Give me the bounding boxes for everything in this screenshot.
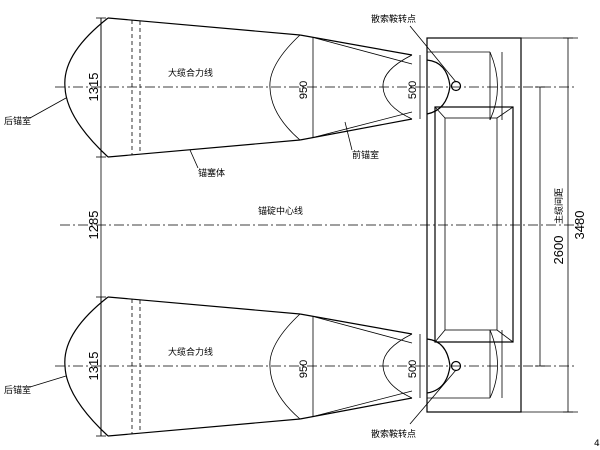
center-lines <box>55 86 580 367</box>
dim-main-cable-spacing: 2600 <box>551 236 566 265</box>
dim-front-section-top: 500 <box>407 81 419 99</box>
saddle-point-label-top: 散索鞍转点 <box>371 13 416 25</box>
dim-rear-section-bottom: 1315 <box>86 352 101 381</box>
front-anchorage-block <box>409 25 522 425</box>
cable-force-line-label-top: 大缆合力线 <box>168 67 213 79</box>
rear-anchor-chamber-label-bottom: 后锚室 <box>4 384 31 396</box>
front-anchor-chamber-label: 前锚室 <box>352 149 379 161</box>
label-leaders <box>29 97 353 388</box>
saddle-point-label-bottom: 散索鞍转点 <box>371 428 416 440</box>
upper-anchor-tunnel <box>64 17 421 158</box>
dimension-lines <box>96 17 578 437</box>
cable-force-line-label-bottom: 大缆合力线 <box>168 346 213 358</box>
anchor-center-line-label: 锚碇中心线 <box>258 205 303 217</box>
dim-rear-section-top: 1315 <box>86 73 101 102</box>
dim-mid-section-top: 950 <box>298 81 310 99</box>
main-cable-spacing-label: 主缆间距 <box>553 188 565 224</box>
page-marker: 4 <box>594 439 600 449</box>
lower-anchor-tunnel <box>64 296 421 437</box>
dim-total-width: 3480 <box>572 211 587 240</box>
dim-center-spacing: 1285 <box>86 211 101 240</box>
dim-mid-section-bottom: 950 <box>298 360 310 378</box>
dim-front-section-bottom: 500 <box>407 360 419 378</box>
rear-anchor-chamber-label-top: 后锚室 <box>4 115 31 127</box>
anchor-block-label: 锚塞体 <box>198 167 225 179</box>
